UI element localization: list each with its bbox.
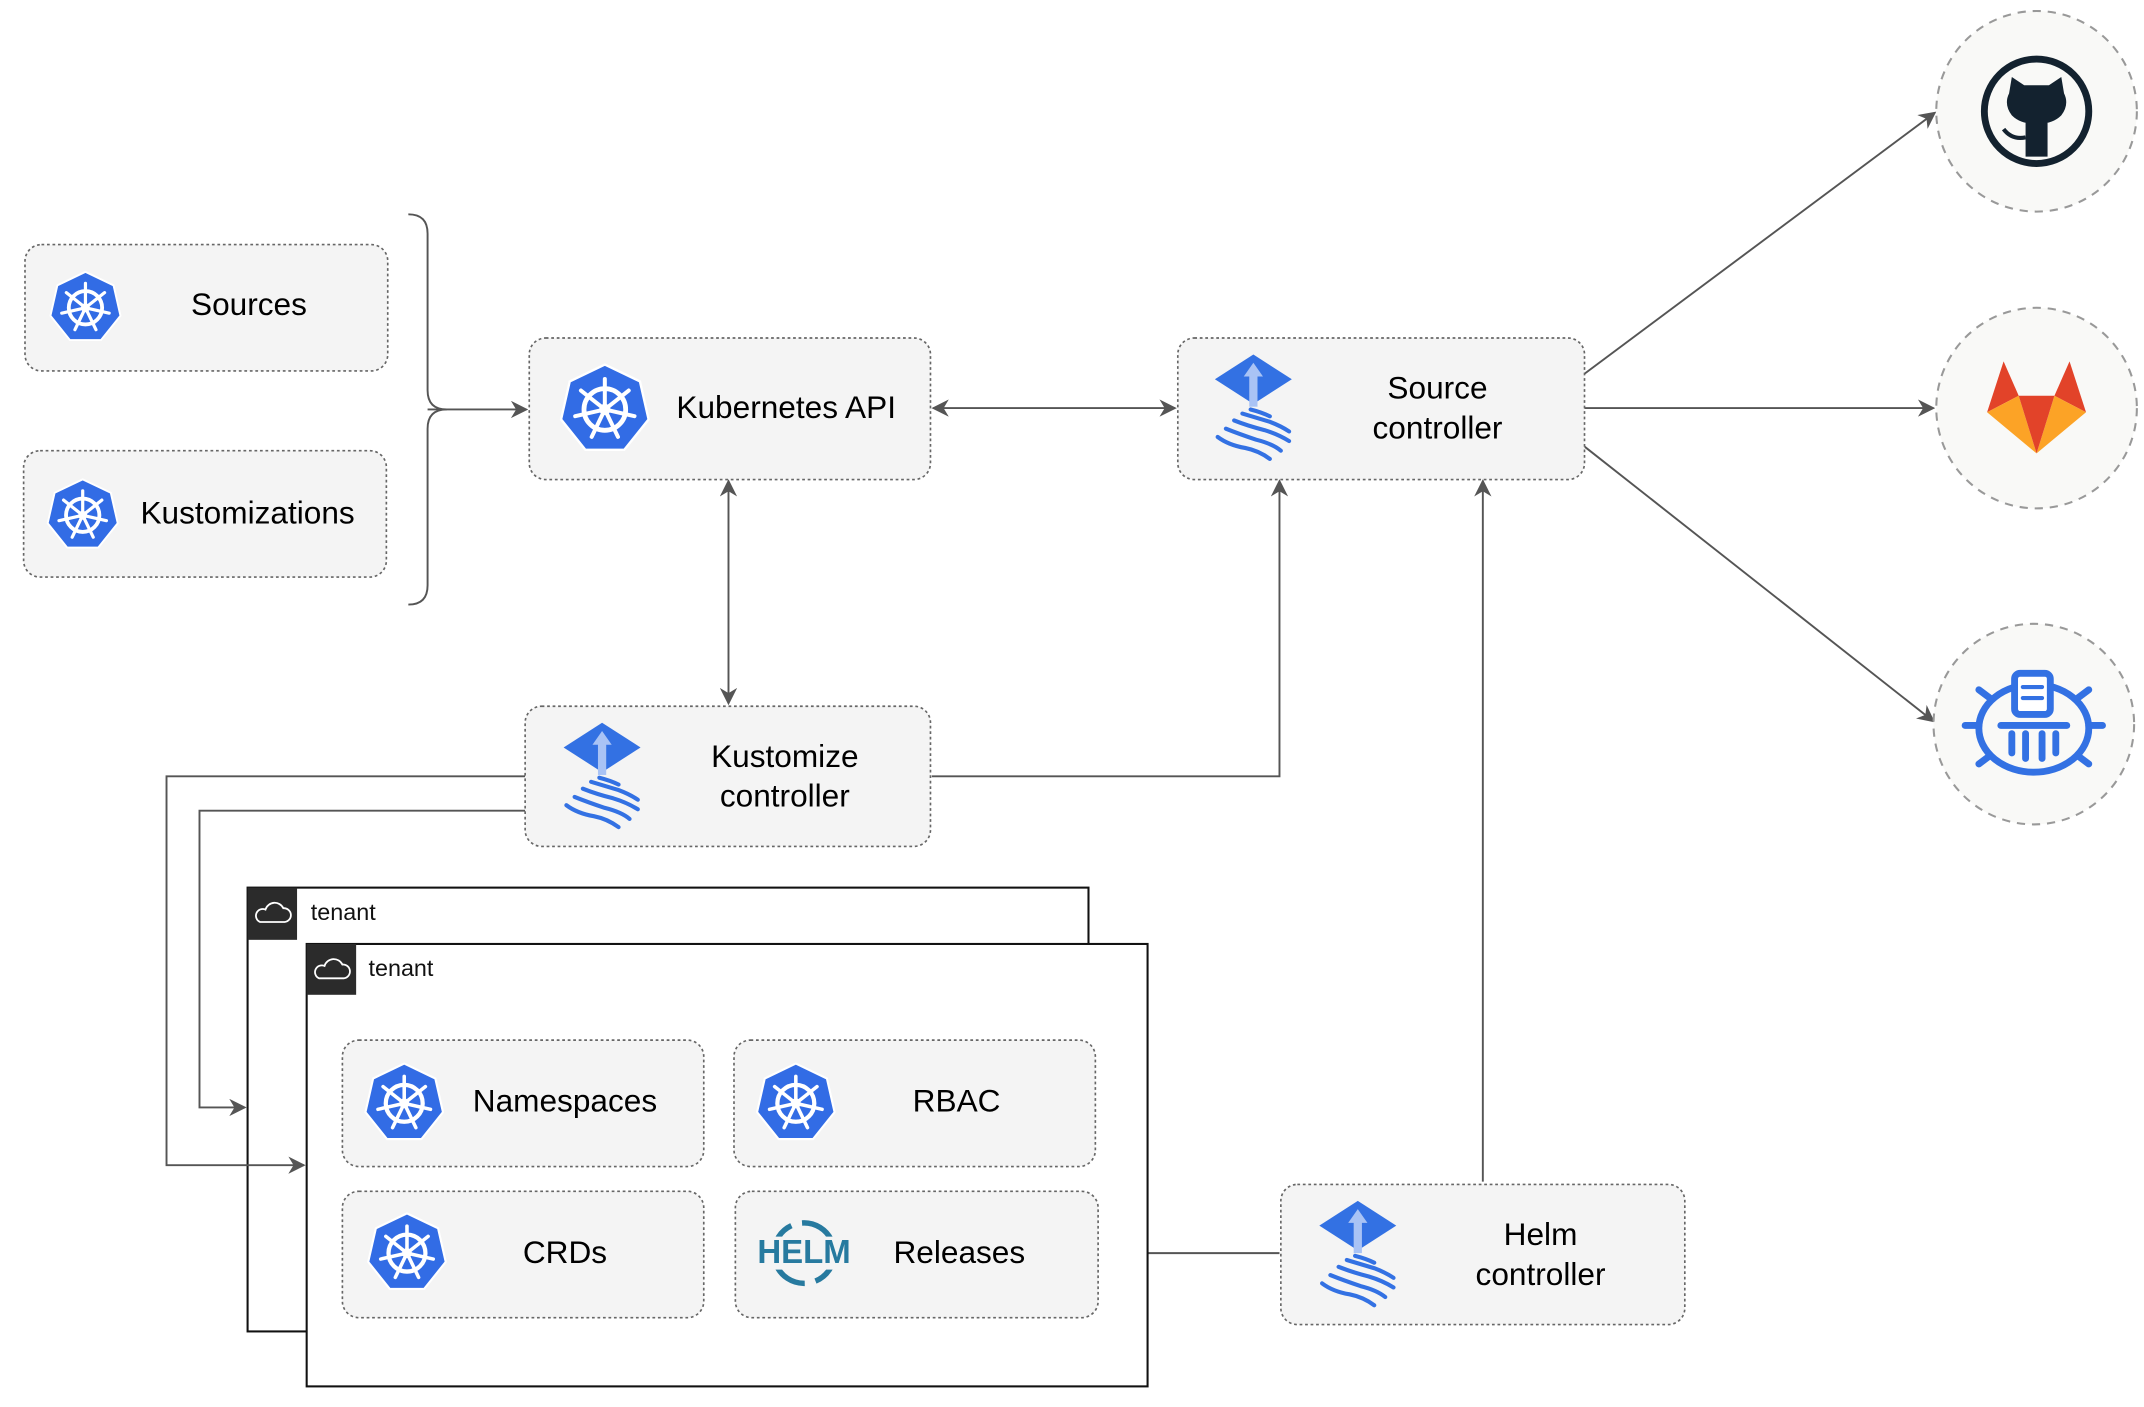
cloud-icon-bg [306,943,357,995]
node-kustomize-controller[interactable]: Kustomize controller [524,705,932,848]
node-label: Helm [1504,1216,1578,1252]
node-kustomizations[interactable]: Kustomizations [22,449,388,578]
bucket-source[interactable] [1932,622,2136,826]
node-label: Kustomize [711,738,858,774]
node-label: controller [1476,1256,1606,1292]
cloud-icon [255,901,292,923]
gitlab-icon [1987,361,2087,454]
node-helm-controller[interactable]: Helm controller [1280,1183,1686,1326]
edge-kustomize-to-tenant-back [198,809,526,1117]
github-source[interactable] [1935,9,2138,213]
node-label: RBAC [913,1083,1001,1119]
node-sources[interactable]: Sources [24,243,389,372]
tenant-label: tenant [369,955,434,981]
node-label: Kustomizations [140,495,354,531]
node-namespaces[interactable]: Namespaces [341,1039,705,1168]
node-kubernetes-api[interactable]: Kubernetes API [528,337,932,481]
helm-icon: HELM [755,1220,853,1287]
helm-logo-text: HELM [757,1233,850,1270]
node-releases[interactable]: HELM Releases [734,1190,1099,1319]
edge-source-to-github [1583,111,1937,375]
tenant-label: tenant [311,899,376,925]
node-label: Kubernetes API [676,389,896,425]
node-label: Sources [191,286,307,322]
node-label: controller [720,778,850,814]
node-rbac[interactable]: RBAC [733,1039,1097,1168]
cloud-icon [314,958,351,980]
node-label: controller [1373,409,1503,445]
bucket-icon [1961,669,2106,776]
node-label: CRDs [523,1234,607,1270]
node-label: Source [1387,370,1487,406]
edge-source-to-bucket [1583,445,1935,723]
github-icon [1980,55,2093,167]
edge-kustomize-to-source [931,479,1289,778]
gitlab-source[interactable] [1935,306,2138,510]
node-label: Releases [893,1234,1025,1270]
node-crds[interactable]: CRDs [341,1190,705,1319]
brace-connector [408,213,447,606]
node-source-controller[interactable]: Source controller [1176,337,1586,481]
node-label: Namespaces [473,1083,657,1119]
cloud-icon-bg [247,887,298,940]
edge-kustomize-to-tenant-front [165,775,526,1174]
